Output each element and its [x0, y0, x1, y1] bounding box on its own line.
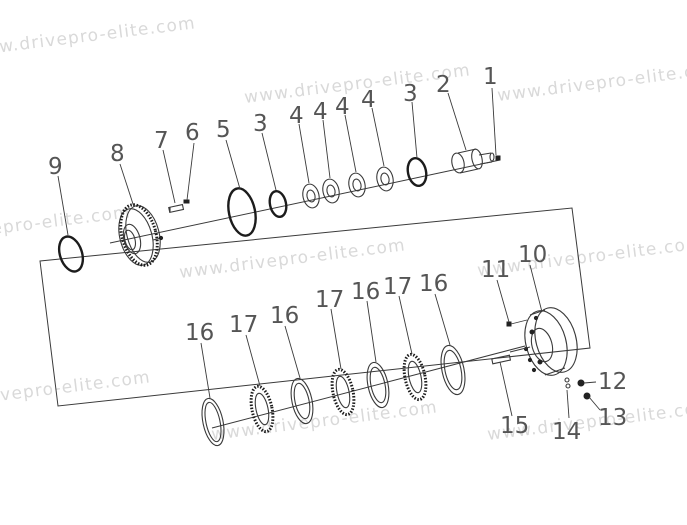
watermark-text: www.drivepro-elite.com [496, 58, 687, 106]
part-10-drum-housing [509, 307, 578, 376]
part-3-ring-right [406, 156, 428, 188]
part-2-shaft [451, 148, 495, 174]
callout-17: 17 [383, 274, 412, 300]
callout-16: 16 [185, 320, 214, 346]
callout-15: 15 [500, 413, 529, 439]
callout-12: 12 [598, 369, 627, 395]
callout-4: 4 [361, 87, 376, 113]
part-9-o-ring [57, 235, 85, 273]
callout-8: 8 [110, 141, 125, 167]
watermark-text: www.drivepro-elite.com [0, 13, 197, 61]
part-1-ball [495, 155, 501, 161]
part-3-ring-left [268, 189, 288, 219]
part-6-small-pin [183, 199, 190, 204]
part-5-large-o-ring [227, 187, 257, 237]
callout-5: 5 [216, 117, 231, 143]
part-7-pin [168, 203, 185, 214]
callout-16: 16 [351, 279, 380, 305]
callout-4: 4 [335, 94, 350, 120]
callout-3: 3 [403, 81, 418, 107]
lower-assembly-panel [39, 207, 591, 407]
part-16-plate [366, 361, 390, 409]
callout-13: 13 [598, 405, 627, 431]
watermark-text: www.drivepro-elite.com [0, 367, 152, 415]
watermark-text: www.drivepro-elite.com [210, 397, 439, 445]
callout-16: 16 [270, 303, 299, 329]
callout-10: 10 [518, 242, 547, 268]
part-16-plate [440, 344, 466, 396]
callout-16: 16 [419, 271, 448, 297]
callout-numbers: 1 2 3 4 4 4 4 3 5 6 7 8 9 10 11 12 13 14… [48, 64, 627, 445]
callout-7: 7 [154, 128, 169, 154]
part-12-ball [577, 379, 585, 387]
callout-17: 17 [229, 312, 258, 338]
callout-3: 3 [253, 111, 268, 137]
part-4-washer [322, 178, 340, 204]
callout-4: 4 [313, 99, 328, 125]
part-8-housing [118, 203, 164, 267]
watermark-text: www.drivepro-elite.com [178, 235, 407, 283]
part-15-key [491, 354, 512, 365]
watermark-layer: www.drivepro-elite.com www.drivepro-elit… [0, 13, 687, 445]
part-4-washer [302, 183, 320, 209]
callout-4: 4 [289, 103, 304, 129]
part-11-screw [506, 319, 528, 327]
callout-2: 2 [436, 72, 451, 98]
leader-lines [57, 87, 601, 419]
callout-6: 6 [185, 120, 200, 146]
part-16-plate [290, 377, 314, 425]
callout-17: 17 [315, 287, 344, 313]
part-16-plate [201, 397, 225, 447]
part-14-spring [564, 377, 571, 389]
callout-11: 11 [481, 257, 510, 283]
part-13-ball [583, 392, 591, 400]
callout-1: 1 [483, 64, 498, 90]
callout-9: 9 [48, 154, 63, 180]
callout-14: 14 [552, 419, 581, 445]
part-4-washer [348, 172, 366, 198]
part-4-washer [376, 166, 394, 192]
